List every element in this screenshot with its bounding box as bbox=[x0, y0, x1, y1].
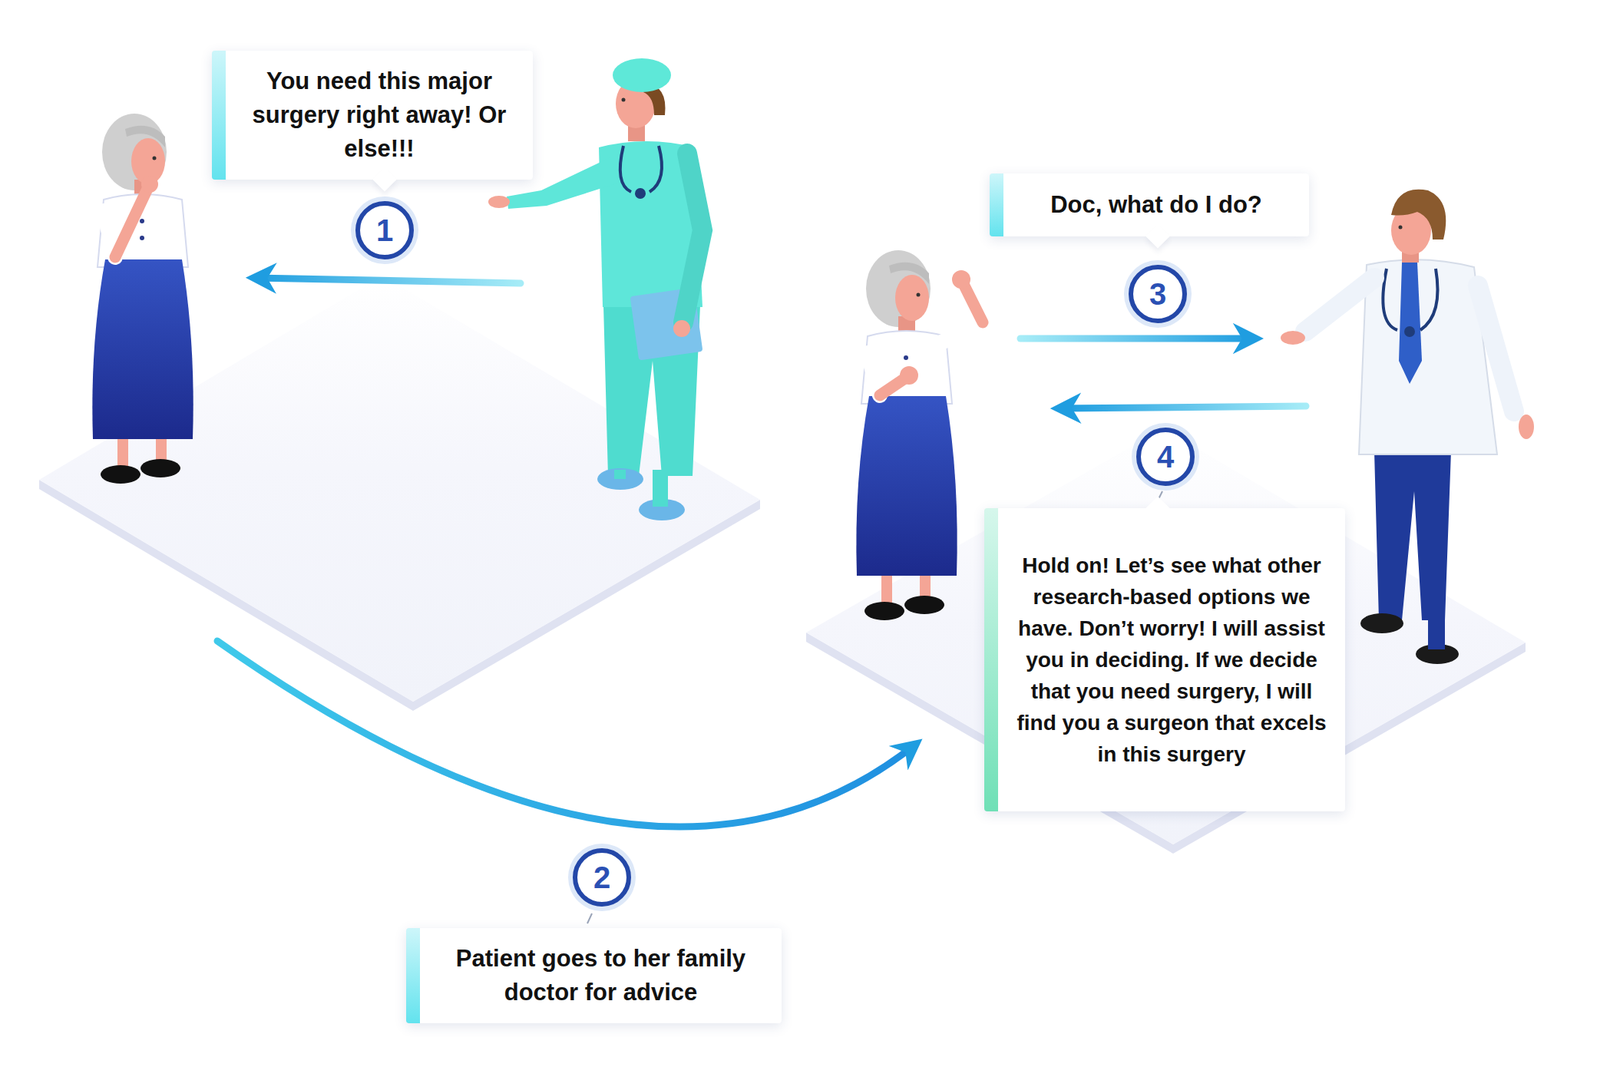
speech-bubble: You need this major surgery right away! … bbox=[211, 50, 533, 180]
bubble-text: Doc, what do I do? bbox=[1018, 189, 1294, 221]
caption-box: Patient goes to her family doctor for ad… bbox=[406, 928, 782, 1024]
speech-bubble: Hold on! Let’s see what other research-b… bbox=[984, 508, 1346, 812]
callout-number: 1 bbox=[355, 201, 414, 260]
callout-number: 4 bbox=[1136, 427, 1195, 486]
callout-number-text: 4 bbox=[1157, 441, 1174, 473]
bubble-text: Hold on! Let’s see what other research-b… bbox=[1013, 549, 1330, 771]
callout-number-text: 1 bbox=[376, 214, 394, 246]
callout-number: 2 bbox=[572, 848, 632, 907]
callout-number-text: 2 bbox=[593, 862, 611, 893]
bubble-text: Patient goes to her family doctor for ad… bbox=[435, 942, 767, 1010]
callout-number: 3 bbox=[1128, 264, 1187, 324]
bubble-text: You need this major surgery right away! … bbox=[241, 64, 518, 166]
speech-bubble: Doc, what do I do? bbox=[989, 173, 1310, 237]
callout-number-text: 3 bbox=[1149, 278, 1167, 310]
